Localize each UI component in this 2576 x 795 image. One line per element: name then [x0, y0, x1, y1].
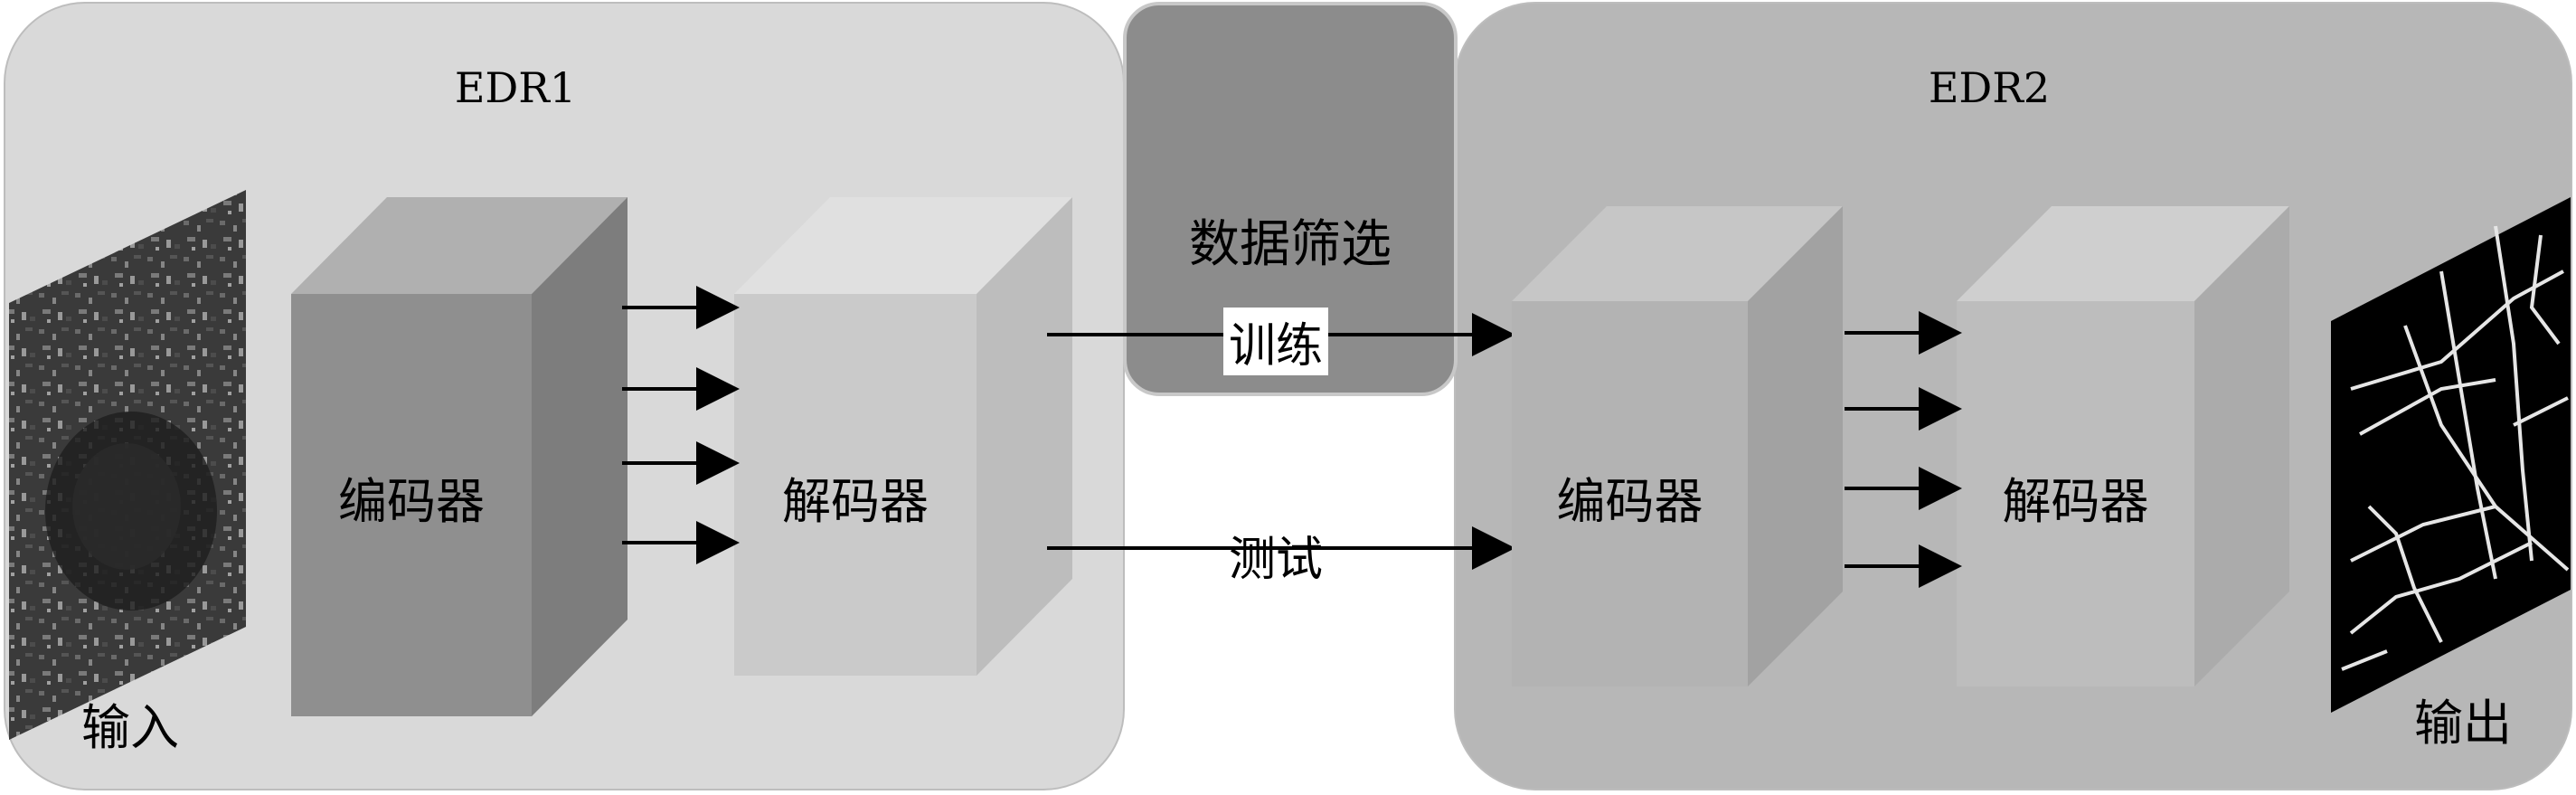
- edr1-encoder-label: 编码器: [338, 473, 485, 530]
- edr2-decoder-cube: [1957, 206, 2289, 686]
- edr2-skip-arrows: [1845, 311, 1962, 588]
- edr2-title: EDR2: [1928, 63, 2051, 112]
- train-label: 训练: [1223, 308, 1329, 375]
- edr2-decoder-label: 解码器: [2002, 473, 2149, 530]
- edr1-decoder-label: 解码器: [782, 473, 929, 530]
- test-label: 测试: [1229, 533, 1324, 587]
- edr2-encoder-cube: [1512, 206, 1843, 686]
- edr1-encoder-cube: [291, 197, 627, 716]
- edr1-skip-arrows: [622, 286, 740, 564]
- input-label: 输入: [81, 699, 179, 756]
- output-image: [2331, 197, 2571, 713]
- output-label: 输出: [2414, 695, 2512, 752]
- edr2-encoder-label: 编码器: [1556, 473, 1703, 530]
- edr1-title: EDR1: [454, 63, 577, 112]
- edr1-decoder-cube: [734, 197, 1072, 676]
- input-image: [9, 190, 246, 740]
- data-filter-module: [1123, 2, 1458, 396]
- data-filter-title: 数据筛选: [1189, 215, 1392, 274]
